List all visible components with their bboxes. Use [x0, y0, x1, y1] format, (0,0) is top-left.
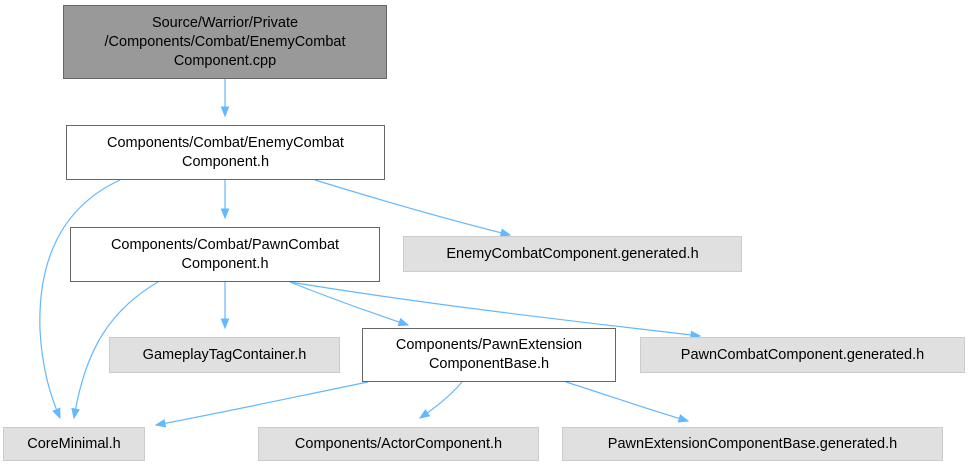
edge-enemy_combat_h-to-pawn_combat_h: [220, 180, 230, 220]
node-pawn-extension-component-base-generated-h: PawnExtensionComponentBase.generated.h: [562, 427, 943, 461]
edge-arrowhead: [71, 407, 80, 420]
node-pawn-combat-component-generated-h: PawnCombatComponent.generated.h: [640, 337, 965, 373]
node-actor-component-h: Components/ActorComponent.h: [258, 427, 539, 461]
node-root-file: Source/Warrior/Private /Components/Comba…: [63, 5, 387, 79]
edge-arrowhead: [397, 317, 410, 327]
edge-line: [39, 179, 121, 419]
node-label-line: PawnExtensionComponentBase.generated.h: [607, 435, 898, 452]
edge-pawn_combat_h-to-gameplay_tag: [220, 282, 230, 330]
node-label-line: Source/Warrior/Private: [151, 14, 299, 31]
node-label-line: Components/PawnExtension: [395, 337, 583, 353]
edge-pawn_ext_base-to-actor_component: [418, 381, 463, 419]
node-label-line: PawnCombatComponent.generated.h: [680, 346, 925, 363]
node-label-line: Components/ActorComponent.h: [294, 435, 503, 452]
node-label-line: /Components/Combat/EnemyCombat: [104, 33, 346, 50]
edge-line: [314, 179, 511, 236]
edge-line: [155, 381, 369, 426]
edge-line: [289, 281, 409, 326]
edge-arrowhead: [220, 318, 230, 330]
edge-root-to-enemy_combat_h: [220, 79, 230, 118]
node-label-line: Components/Combat/EnemyCombat: [107, 134, 344, 151]
node-label-line: CoreMinimal.h: [27, 435, 121, 452]
node-enemy-combat-component-generated-h: EnemyCombatComponent.generated.h: [403, 236, 742, 272]
edge-enemy_combat_h-to-enemy_generated: [314, 179, 512, 237]
node-label-line: Component.h: [181, 255, 269, 272]
edge-pawn_ext_base-to-core_minimal: [154, 381, 369, 428]
node-label-line: GameplayTagContainer.h: [142, 346, 307, 363]
node-core-minimal-h: CoreMinimal.h: [3, 427, 145, 461]
edge-arrowhead: [499, 228, 512, 237]
edge-line: [73, 281, 159, 419]
node-pawn-combat-component-h[interactable]: Components/Combat/PawnCombat Component.h: [70, 227, 380, 282]
node-gameplay-tag-container-h: GameplayTagContainer.h: [109, 337, 340, 373]
node-label-line: ComponentBase.h: [428, 356, 550, 372]
edge-arrowhead: [220, 106, 230, 118]
edge-pawn_combat_h-to-core_minimal: [71, 281, 159, 420]
node-label-line: Components/Combat/PawnCombat: [110, 236, 340, 253]
edge-enemy_combat_h-to-core_minimal: [39, 179, 121, 420]
edge-pawn_combat_h-to-pawn_ext_base: [289, 281, 410, 327]
edge-arrowhead: [220, 208, 230, 220]
edge-pawn_ext_base-to-pawn_ext_generated: [565, 381, 690, 423]
edge-line: [565, 381, 689, 422]
edge-line: [289, 281, 701, 337]
edge-arrowhead: [52, 407, 61, 420]
edge-arrowhead: [418, 409, 431, 419]
edge-arrowhead: [154, 418, 167, 428]
edge-arrowhead: [677, 414, 690, 423]
node-label-line: Component.cpp: [173, 52, 277, 69]
node-label-line: EnemyCombatComponent.generated.h: [446, 245, 699, 262]
node-enemy-combat-component-h[interactable]: Components/Combat/EnemyCombat Component.…: [66, 125, 385, 180]
node-label-line: Component.h: [181, 153, 270, 170]
node-pawn-extension-component-base-h[interactable]: Components/PawnExtension ComponentBase.h: [362, 328, 616, 382]
